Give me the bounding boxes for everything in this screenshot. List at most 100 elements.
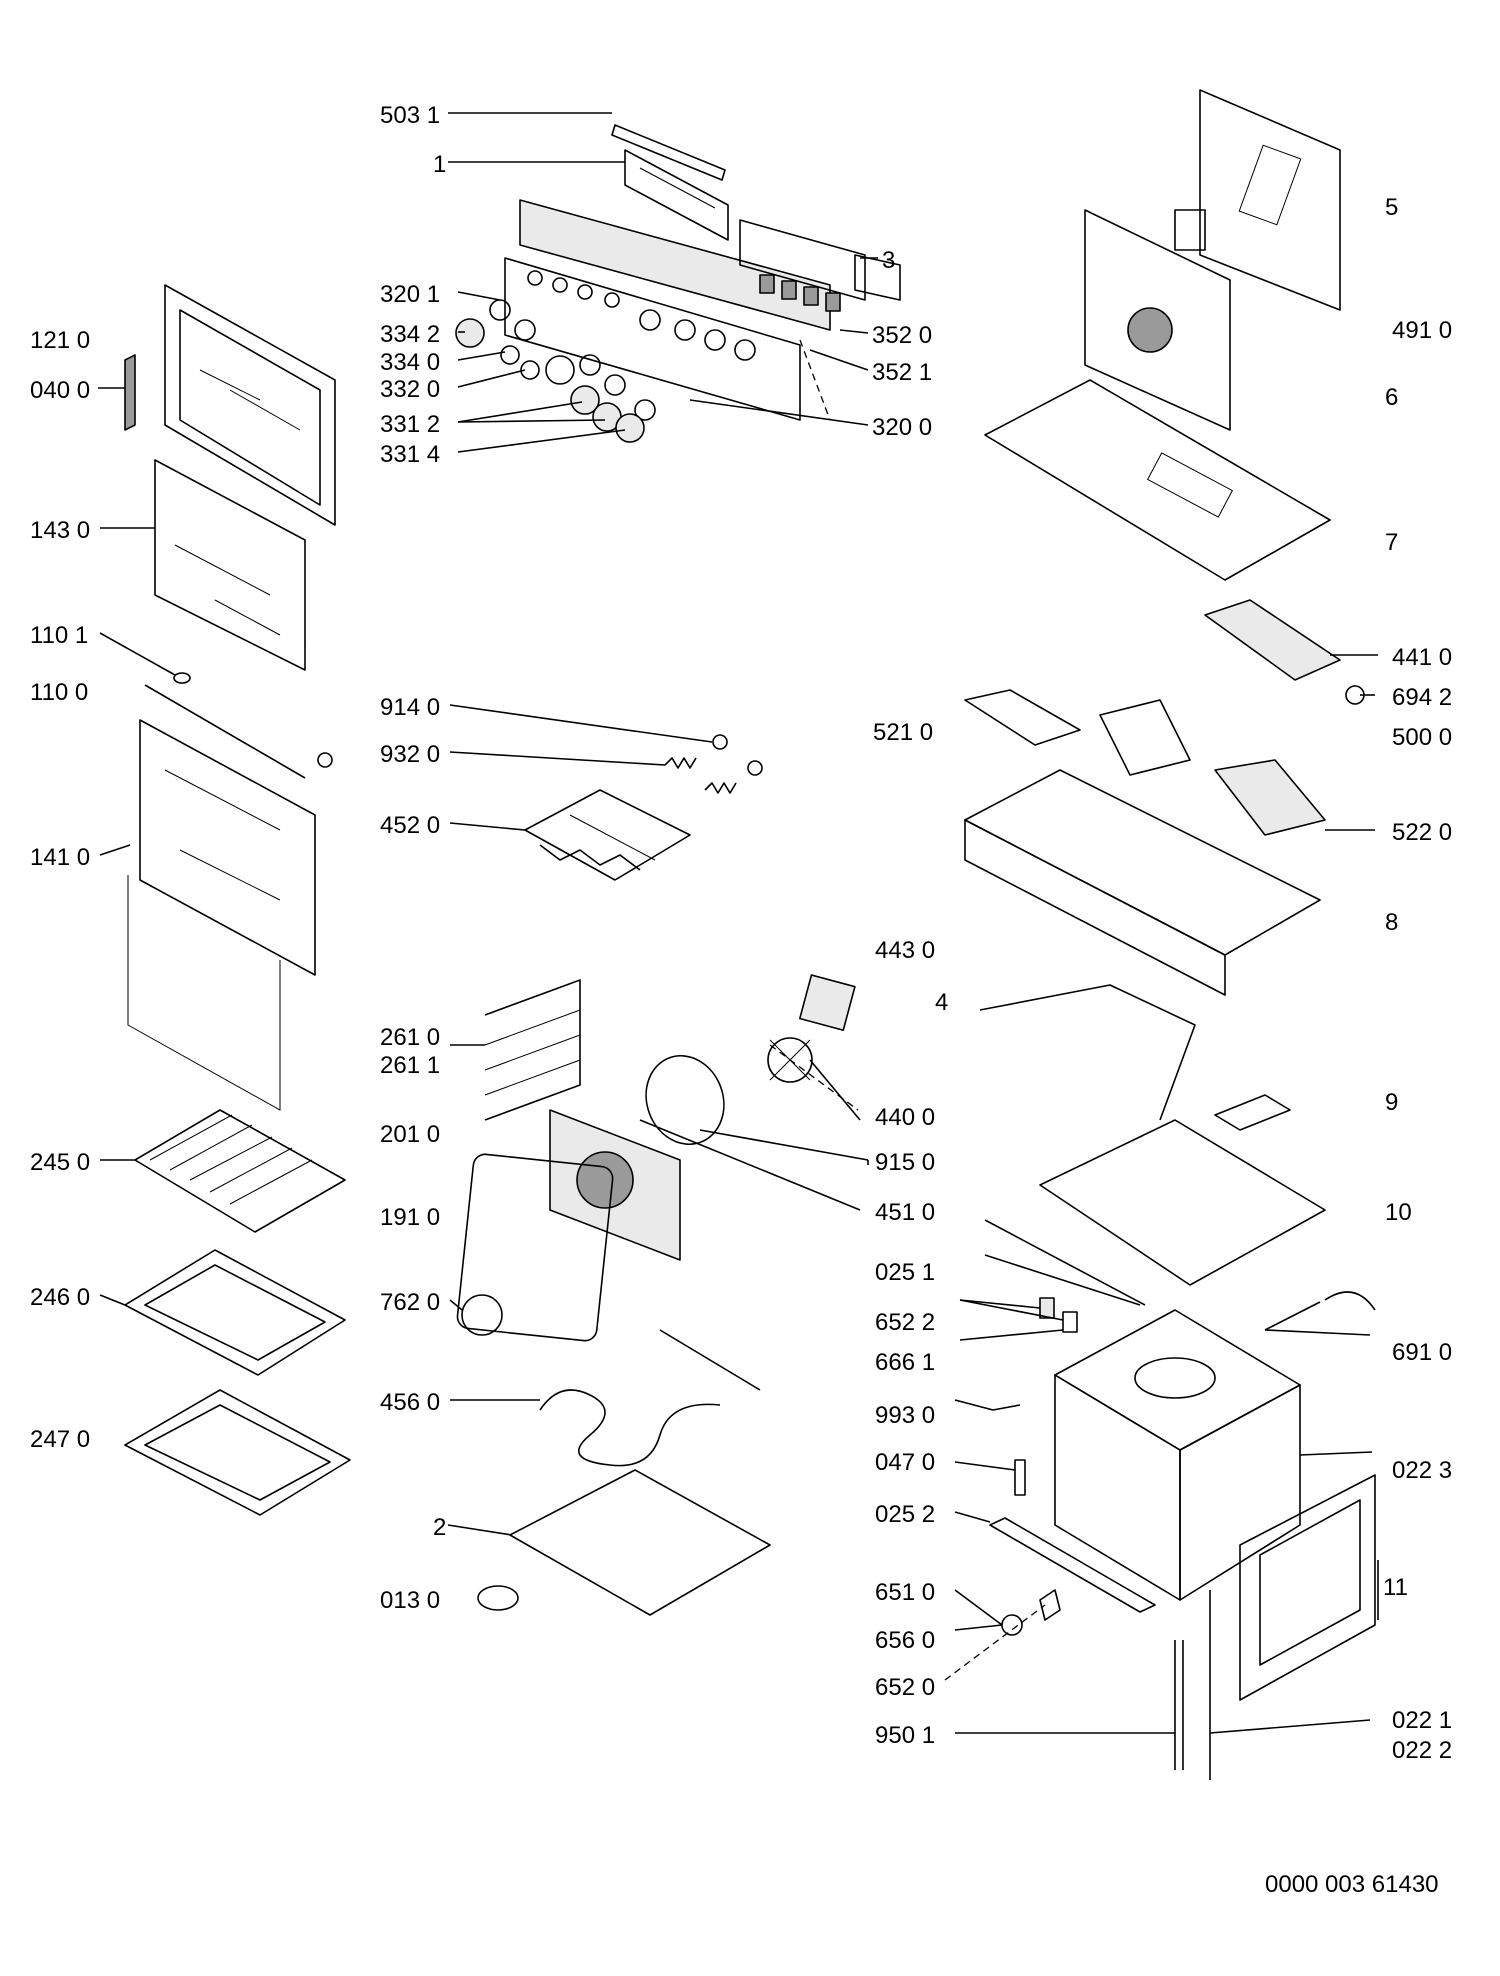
label-3: 3 <box>882 247 895 274</box>
part-outer-door <box>164 284 336 526</box>
label-261-1: 261 1 <box>380 1052 440 1079</box>
label-993-0: 993 0 <box>875 1402 935 1429</box>
label-694-2: 694 2 <box>1392 684 1452 711</box>
part-screw <box>173 672 191 684</box>
part-bottom-rail <box>989 1517 1156 1613</box>
label-1: 1 <box>433 151 446 178</box>
label-245-0: 245 0 <box>30 1149 90 1176</box>
label-040-0: 040 0 <box>30 377 90 404</box>
part-trim-strip <box>611 124 726 181</box>
label-047-0: 047 0 <box>875 1449 935 1476</box>
part-wiring-tray <box>964 759 1326 996</box>
label-491-0: 491 0 <box>1392 317 1452 344</box>
part-springs <box>664 757 763 794</box>
label-914-0: 914 0 <box>380 694 440 721</box>
label-022-1: 022 1 <box>1392 1707 1452 1734</box>
label-022-3: 022 3 <box>1392 1457 1452 1484</box>
label-022-2: 022 2 <box>1392 1737 1452 1764</box>
label-762-0: 762 0 <box>380 1289 440 1316</box>
part-lamp-holder <box>1039 1297 1078 1333</box>
label-110-0: 110 0 <box>30 679 88 706</box>
label-443-0: 443 0 <box>875 937 935 964</box>
label-11: 11 <box>1383 1574 1408 1601</box>
part-side-racks <box>484 979 581 1121</box>
part-inner-glass <box>127 719 316 1111</box>
label-691-0: 691 0 <box>1392 1339 1452 1366</box>
label-2: 2 <box>433 1514 446 1541</box>
part-rear-panel <box>1084 209 1231 431</box>
part-drawings <box>124 89 1376 1780</box>
label-334-2: 334 2 <box>380 321 440 348</box>
part-oven-cavity <box>1054 1309 1301 1601</box>
label-456-0: 456 0 <box>380 1389 440 1416</box>
part-lamp-cover <box>461 1294 503 1336</box>
label-651-0: 651 0 <box>875 1579 935 1606</box>
part-frame-rail <box>979 984 1196 1121</box>
part-lamp-bulb <box>1001 1589 1061 1636</box>
part-baking-tray <box>124 1249 346 1376</box>
label-143-0: 143 0 <box>30 517 90 544</box>
part-knobs <box>455 299 656 443</box>
part-side-strip <box>1174 1590 1211 1780</box>
part-top-plate <box>984 379 1331 581</box>
part-fan-motor <box>798 974 856 1031</box>
part-door-frame <box>1239 1474 1376 1701</box>
part-wire-shelf <box>134 1109 346 1233</box>
label-503-1: 503 1 <box>380 102 440 129</box>
label-191-0: 191 0 <box>380 1204 440 1231</box>
label-666-1: 666 1 <box>875 1349 935 1376</box>
label-521-0: 521 0 <box>873 719 933 746</box>
part-clip <box>1014 1459 1026 1496</box>
part-cooling-fan <box>1204 599 1365 705</box>
label-025-2: 025 2 <box>875 1501 935 1528</box>
label-141-0: 141 0 <box>30 844 90 871</box>
label-10: 10 <box>1385 1199 1412 1226</box>
part-bracket-9 <box>1214 1094 1291 1131</box>
label-320-1: 320 1 <box>380 281 440 308</box>
part-floor-plate <box>509 1469 771 1616</box>
label-5: 5 <box>1385 194 1398 221</box>
label-261-0: 261 0 <box>380 1024 440 1051</box>
label-440-0: 440 0 <box>875 1104 935 1131</box>
part-control-panel <box>504 199 831 421</box>
part-screw-993 <box>992 1404 1021 1411</box>
part-switch-module <box>739 219 901 312</box>
label-246-0: 246 0 <box>30 1284 90 1311</box>
label-352-0: 352 0 <box>872 322 932 349</box>
label-9: 9 <box>1385 1089 1398 1116</box>
label-441-0: 441 0 <box>1392 644 1452 671</box>
label-121-0: 121 0 <box>30 327 90 354</box>
part-door-glass <box>154 459 306 671</box>
label-652-2: 652 2 <box>875 1309 935 1336</box>
label-451-0: 451 0 <box>875 1199 935 1226</box>
part-fastener <box>712 734 728 750</box>
part-bracket <box>624 149 729 241</box>
label-331-4: 331 4 <box>380 441 440 468</box>
label-247-0: 247 0 <box>30 1426 90 1453</box>
part-thermostat <box>1264 1291 1376 1331</box>
label-8: 8 <box>1385 909 1398 936</box>
label-522-0: 522 0 <box>1392 819 1452 846</box>
part-grill-element <box>524 789 691 881</box>
label-656-0: 656 0 <box>875 1627 935 1654</box>
label-950-1: 950 1 <box>875 1722 935 1749</box>
label-013-0: 013 0 <box>380 1587 440 1614</box>
label-915-0: 915 0 <box>875 1149 935 1176</box>
label-334-0: 334 0 <box>380 349 440 376</box>
label-932-0: 932 0 <box>380 741 440 768</box>
label-352-1: 352 1 <box>872 359 932 386</box>
label-7: 7 <box>1385 529 1398 556</box>
part-bottom-heater <box>539 1329 761 1467</box>
part-back-panel <box>456 1153 614 1342</box>
label-4: 4 <box>935 989 948 1016</box>
label-201-0: 201 0 <box>380 1121 440 1148</box>
label-652-0: 652 0 <box>875 1674 935 1701</box>
part-roasting-pan <box>124 1389 351 1516</box>
part-electronics-module <box>964 689 1191 776</box>
label-110-1: 110 1 <box>30 622 88 649</box>
part-foot <box>477 1585 519 1611</box>
label-025-1: 025 1 <box>875 1259 935 1286</box>
leader-lines <box>98 112 1379 1734</box>
label-452-0: 452 0 <box>380 812 440 839</box>
part-glass-rod <box>144 684 333 779</box>
